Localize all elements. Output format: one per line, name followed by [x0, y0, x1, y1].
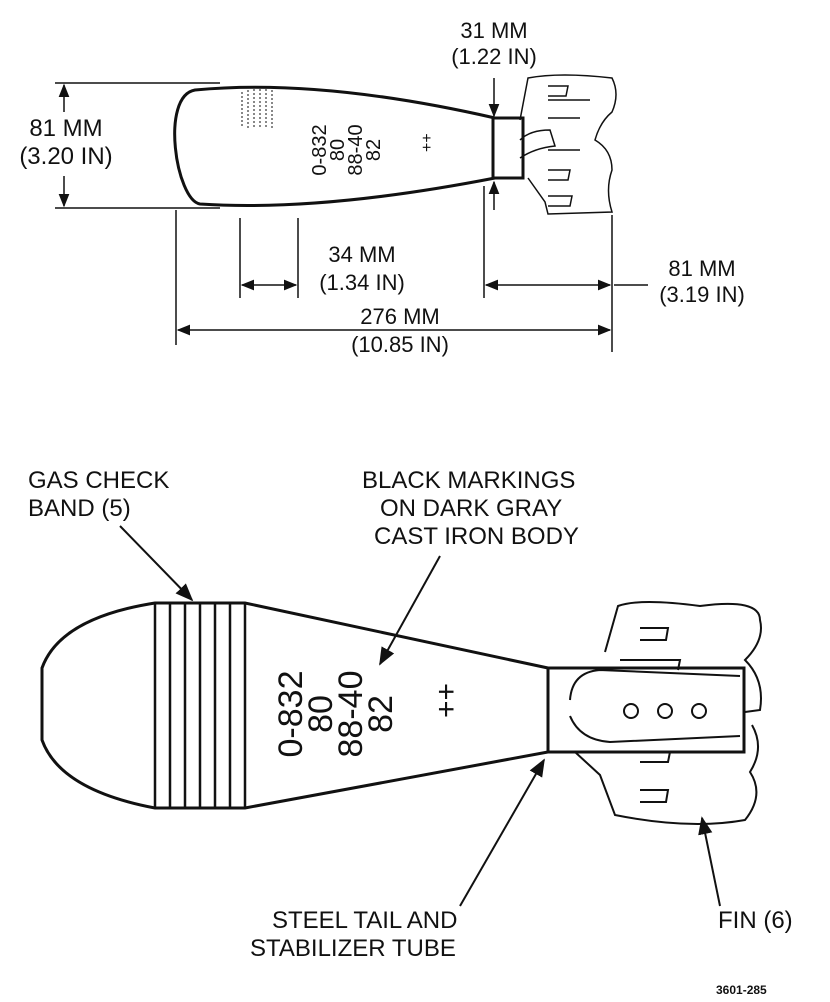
- tube-holes: [623, 703, 707, 719]
- diameter-in-label: (3.20 IN): [19, 143, 112, 170]
- overall-length-in-label: (10.85 IN): [351, 332, 449, 357]
- body-markings: 0-832 80 88-40 82: [272, 671, 400, 758]
- fin-assembly: [569, 601, 762, 825]
- marking-symbol-small: ++: [419, 133, 436, 152]
- gas-check-band-small: [241, 89, 273, 128]
- fin-assembly-small: [519, 74, 617, 215]
- band-width-mm-label: 34 MM: [328, 242, 395, 267]
- marking-line2: 80: [302, 695, 340, 733]
- fin-length-in-label: (3.19 IN): [659, 282, 745, 307]
- tail-tube-label-1: STEEL TAIL AND: [272, 907, 457, 934]
- band-width-in-label: (1.34 IN): [319, 270, 405, 295]
- tail-tube-small: [491, 116, 525, 180]
- marking-line4-small: 82: [363, 139, 385, 161]
- round-body: [40, 601, 550, 810]
- marking-line3: 88-40: [332, 671, 370, 758]
- body-markings-label-1: BLACK MARKINGS: [362, 467, 575, 494]
- body-markings-leader: [379, 555, 441, 666]
- marking-symbol: ++: [430, 683, 463, 718]
- tail-tube-leader: [459, 758, 545, 907]
- marking-line2-small: 80: [327, 139, 349, 161]
- diameter-mm-label: 81 MM: [29, 115, 102, 142]
- round-body-small: [173, 85, 497, 207]
- marking-line1: 0-832: [272, 671, 310, 758]
- overall-length-mm-label: 276 MM: [360, 304, 439, 329]
- fin-leader: [698, 816, 721, 907]
- marking-line4: 82: [362, 695, 400, 733]
- gas-check-label-2: BAND (5): [28, 495, 131, 522]
- body-markings-label-2: ON DARK GRAY: [380, 495, 562, 522]
- figure-id: 3601-285: [716, 983, 767, 997]
- fin-label: FIN (6): [718, 907, 793, 934]
- tail-tube-mm-label: 31 MM: [460, 18, 527, 43]
- gas-check-label-1: GAS CHECK: [28, 467, 169, 494]
- fin-length-mm-label: 81 MM: [668, 256, 735, 281]
- marking-line3-small: 88-40: [345, 124, 367, 175]
- tail-tube-label-2: STABILIZER TUBE: [250, 935, 456, 962]
- marking-line1-small: 0-832: [309, 124, 331, 175]
- body-markings-small: 0-832 80 88-40 82: [309, 124, 385, 175]
- dimensioned-view: 0-832 80 88-40 82 ++ 81 MM (3.20 IN) 31 …: [19, 18, 744, 357]
- labeled-view: 0-832 80 88-40 82 ++ GAS CHECK BAND (5) …: [28, 467, 793, 997]
- tail-tube-in-label: (1.22 IN): [451, 44, 537, 69]
- gas-check-leader: [119, 525, 194, 602]
- body-markings-label-3: CAST IRON BODY: [374, 523, 579, 550]
- gas-check-bands: [153, 603, 247, 808]
